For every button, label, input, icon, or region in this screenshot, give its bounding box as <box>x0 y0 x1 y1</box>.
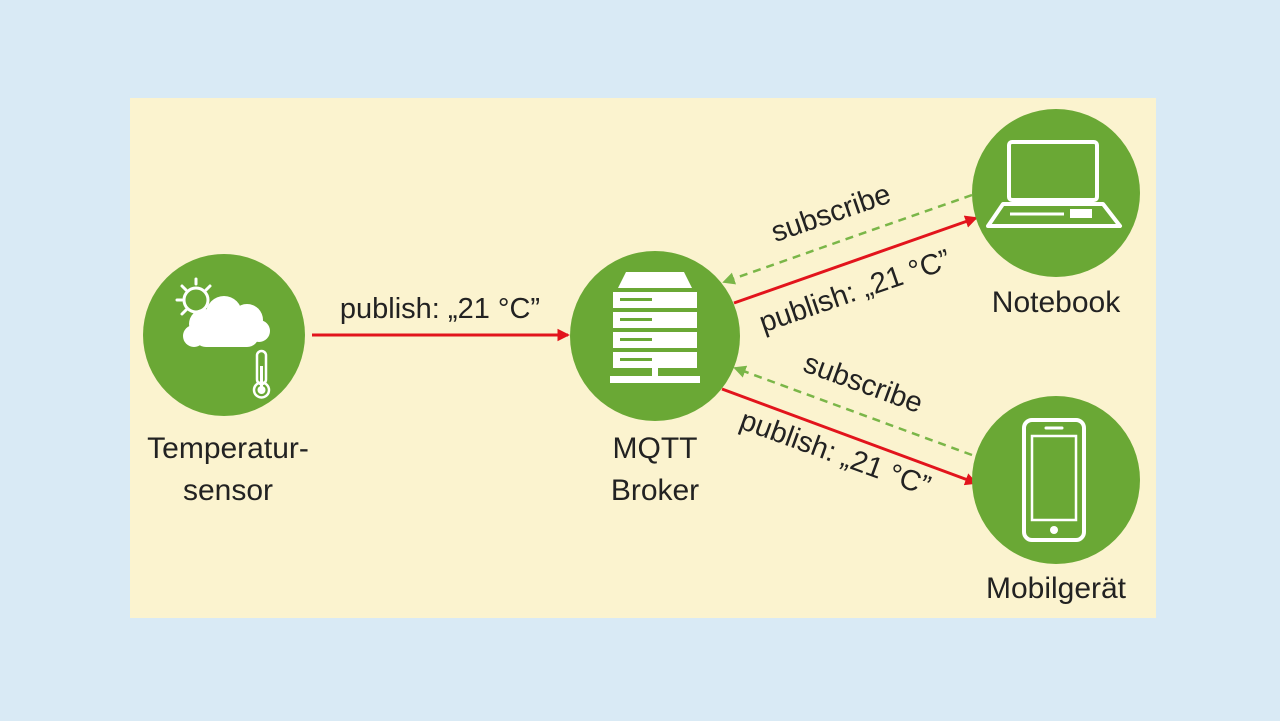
notebook-label: Notebook <box>992 286 1121 319</box>
weather-thermometer-icon <box>175 277 271 399</box>
laptop-icon <box>986 140 1122 228</box>
mobile-publish-arrow <box>721 387 978 486</box>
notebook-node-circle <box>972 109 1140 277</box>
mobile-label: Mobilgerät <box>986 572 1127 605</box>
sensor-node: Temperatur- sensor <box>143 254 309 507</box>
mobile-node-circle <box>972 396 1140 564</box>
sensor-label-line1: Temperatur- <box>147 432 309 465</box>
notebook-publish-arrow <box>733 215 978 305</box>
sensor-publish-label: publish: „21 °C” <box>340 293 540 325</box>
broker-label-line1: MQTT <box>613 432 698 465</box>
broker-label-line2: Broker <box>611 474 699 507</box>
notebook-subscribe-arrow <box>722 193 973 285</box>
mobile-node: Mobilgerät <box>972 396 1140 605</box>
broker-node: MQTT Broker <box>570 251 740 507</box>
server-icon <box>610 272 700 383</box>
notebook-node: Notebook <box>972 109 1140 319</box>
sensor-label-line2: sensor <box>183 474 273 507</box>
smartphone-icon <box>1022 418 1086 542</box>
mobile-subscribe-arrow <box>733 365 973 457</box>
